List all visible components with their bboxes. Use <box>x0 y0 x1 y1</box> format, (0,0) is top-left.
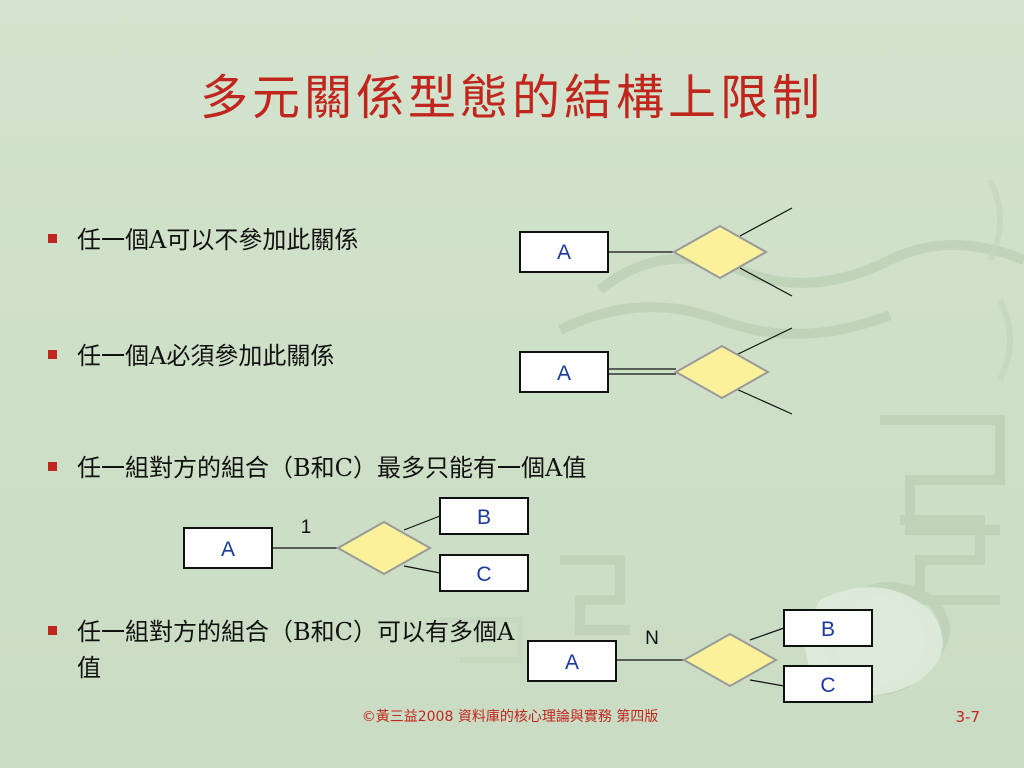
entity-label-a: A <box>557 241 571 264</box>
entity-box-a <box>183 527 273 569</box>
entity-label-b: B <box>477 506 491 529</box>
entity-box-a <box>527 640 617 682</box>
slide-title: 多元關係型態的結構上限制 <box>199 70 824 126</box>
bullet-square-icon <box>48 350 57 359</box>
entity-label-a: A <box>557 362 571 385</box>
entity-box-a <box>519 351 609 393</box>
relationship-line <box>403 515 441 531</box>
entity-label-a: A <box>565 651 579 674</box>
er-diagram-total: A <box>519 327 793 415</box>
bullet-text: 任一個A必須參加此關係 <box>77 342 335 370</box>
relationship-diamond <box>681 632 779 688</box>
relationship-line <box>749 679 785 687</box>
cardinality-label: 1 <box>301 517 312 538</box>
bullet-square-icon <box>48 462 57 471</box>
entity-label-a: A <box>221 538 235 561</box>
relationship-diamond <box>335 520 433 576</box>
bullet-square-icon <box>48 626 57 635</box>
slide-footer: ©黃三益2008 資料庫的核心理論與實務 第四版 <box>361 709 659 725</box>
bullet-text: 任一組對方的組合（B和C）可以有多個A值 <box>77 618 515 682</box>
entity-label-c: C <box>820 674 835 697</box>
relationship-line <box>733 327 793 357</box>
bullet-text: 任一個A可以不參加此關係 <box>77 226 359 254</box>
er-diagram-cardinality-many: A B C N <box>527 609 873 703</box>
cardinality-label: N <box>645 628 659 649</box>
page-number: 3-7 <box>955 708 981 726</box>
bullet-optional-participation: 任一個A可以不參加此關係 <box>48 222 358 258</box>
er-diagram-optional: A <box>519 207 793 297</box>
bullet-cardinality-many: 任一組對方的組合（B和C）可以有多個A值 <box>48 614 517 686</box>
relationship-diamond <box>671 224 769 280</box>
entity-box-a <box>519 231 609 273</box>
relationship-line <box>733 387 793 415</box>
relationship-line <box>403 565 441 574</box>
entity-box-b <box>439 497 529 535</box>
entity-label-c: C <box>476 563 491 586</box>
entity-box-c <box>783 665 873 703</box>
bullet-text: 任一組對方的組合（B和C）最多只能有一個A值 <box>77 454 587 482</box>
entity-box-c <box>439 554 529 592</box>
bullet-total-participation: 任一個A必須參加此關係 <box>48 338 334 374</box>
relationship-line <box>739 207 793 237</box>
bullet-square-icon <box>48 234 57 243</box>
relationship-line <box>749 627 785 641</box>
entity-box-b <box>783 609 873 647</box>
bullet-cardinality-one: 任一組對方的組合（B和C）最多只能有一個A值 <box>48 450 586 486</box>
entity-label-b: B <box>821 618 835 641</box>
relationship-line <box>739 267 793 297</box>
relationship-diamond <box>673 344 771 400</box>
er-diagram-cardinality-one: A B C 1 <box>183 497 529 592</box>
